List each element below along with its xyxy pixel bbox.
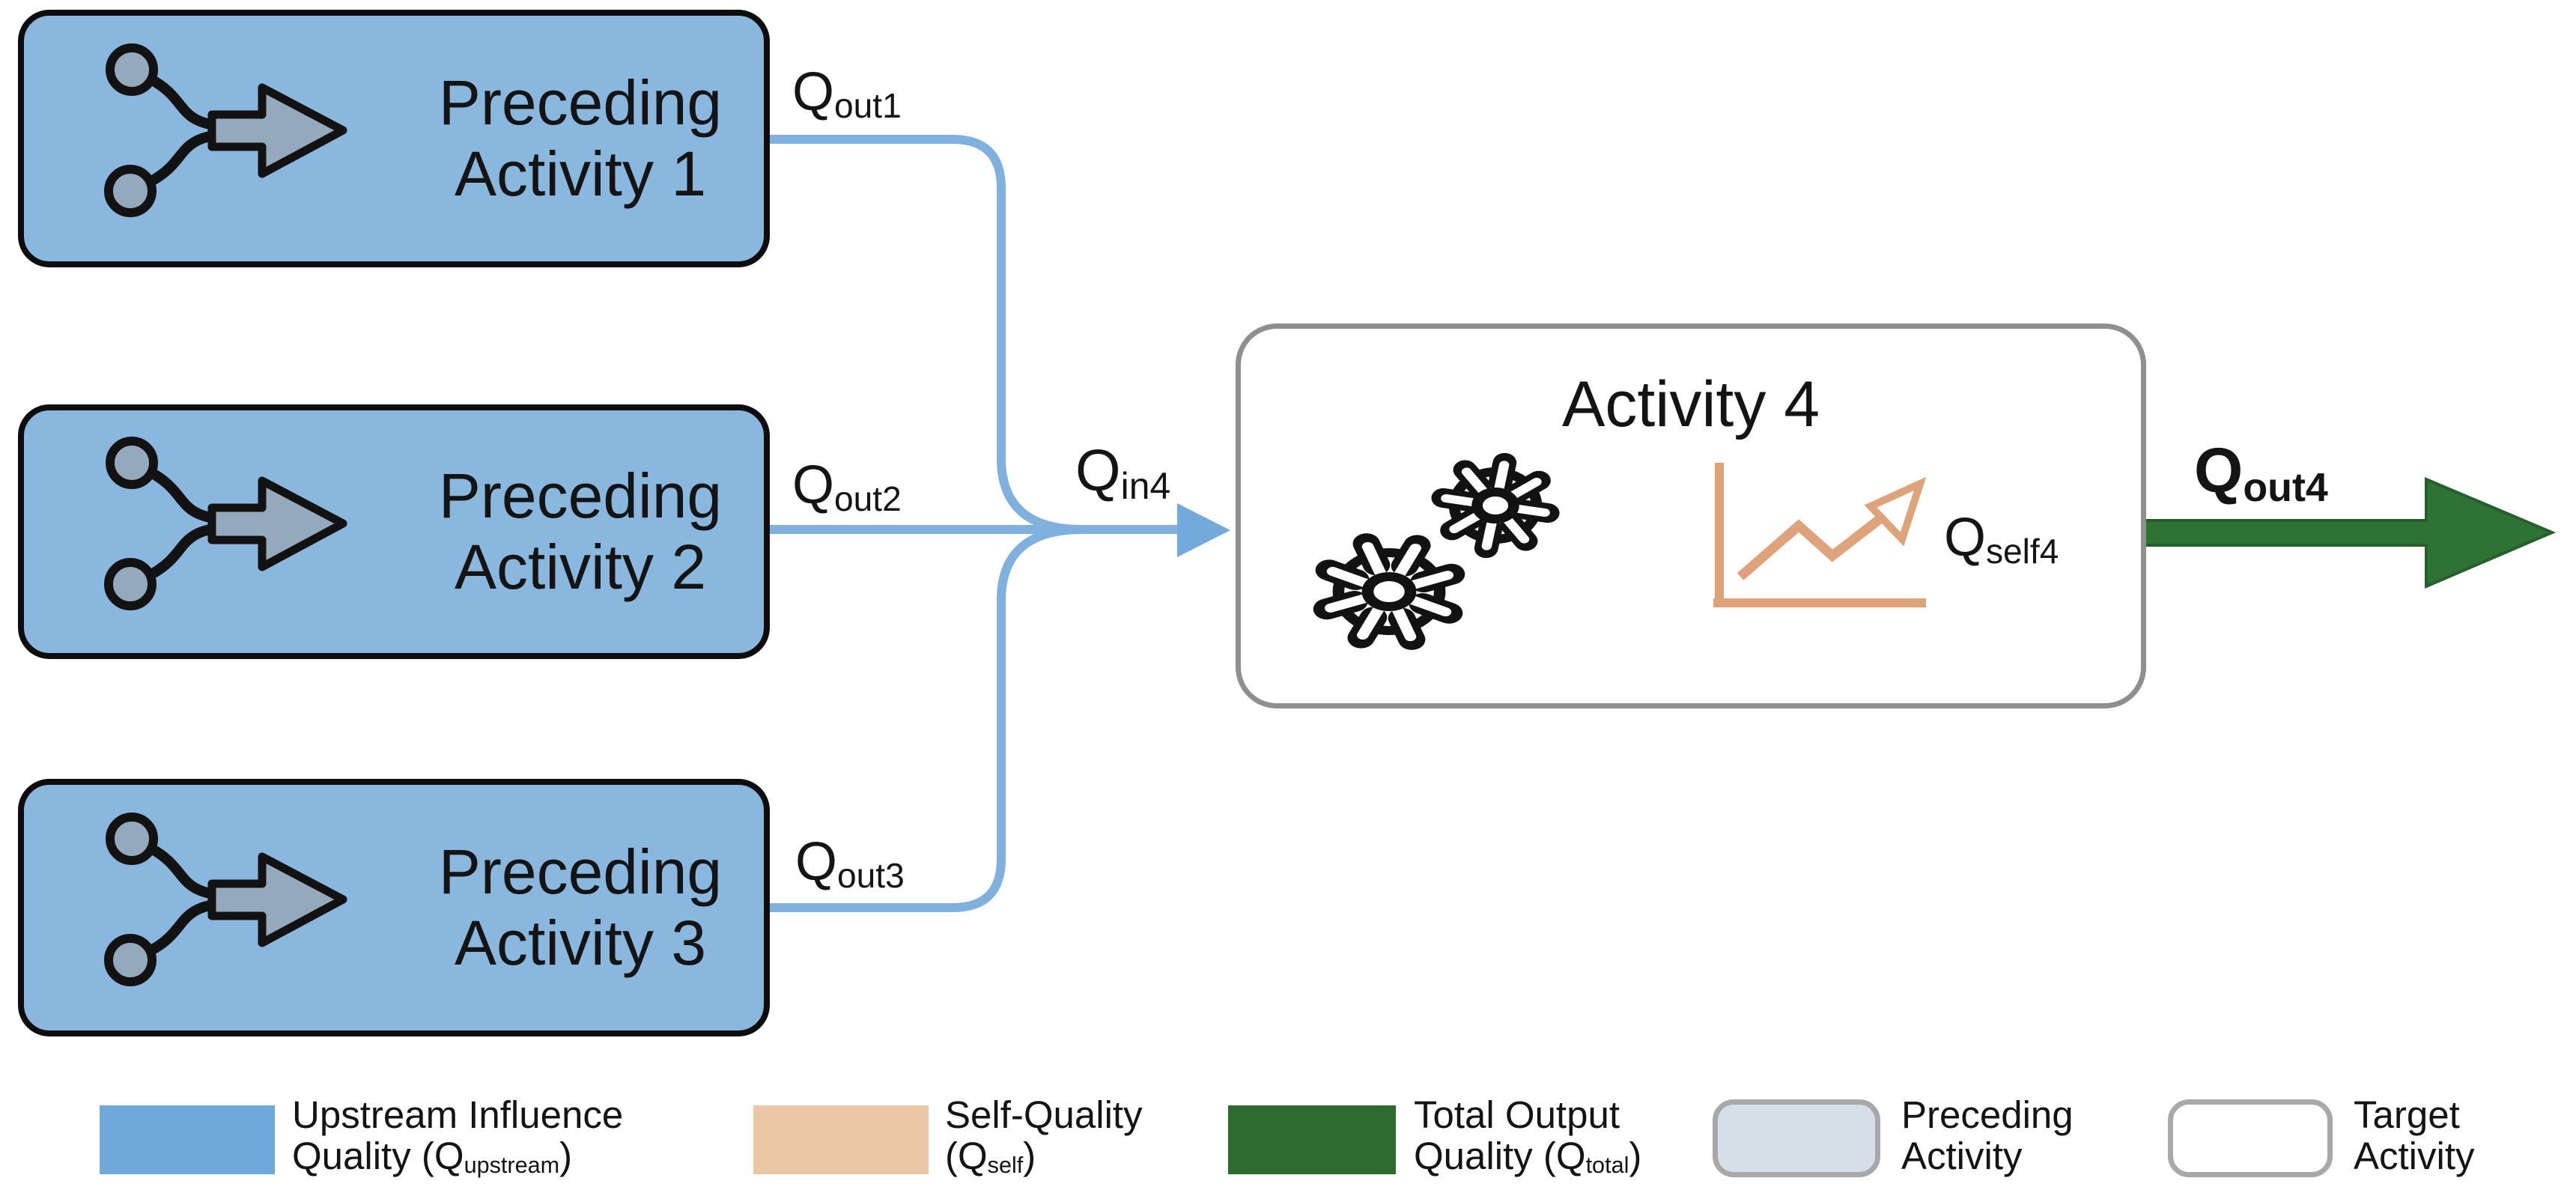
legend-swatch-total xyxy=(1228,1105,1396,1174)
qout4-arrow xyxy=(2143,476,2557,589)
gear-small xyxy=(1431,452,1560,559)
gear-large xyxy=(1313,533,1465,650)
preceding-activity-2-title: Preceding Activity 2 xyxy=(438,461,723,602)
preceding-activity-3-title: Preceding Activity 3 xyxy=(438,837,723,978)
preceding-activity-3-box: Preceding Activity 3 xyxy=(18,779,770,1036)
target-activity-title: Activity 4 xyxy=(1561,368,1820,440)
legend-swatch-self xyxy=(753,1105,929,1174)
qout4-label: Qout4 xyxy=(2194,435,2328,510)
qin4-arrowhead xyxy=(1177,503,1230,557)
legend-label-preceding: Preceding Activity xyxy=(1901,1093,2074,1177)
legend-swatch-upstream xyxy=(100,1105,275,1174)
legend-swatch-target xyxy=(2168,1099,2333,1177)
merge-arrow-icon xyxy=(104,43,347,217)
qout3-label: Qout3 xyxy=(795,832,905,896)
qout2-label: Qout2 xyxy=(792,455,902,519)
legend-swatch-preceding xyxy=(1713,1099,1880,1177)
legend-label-total: Total Output Quality (Qtotal) xyxy=(1414,1093,1642,1179)
preceding-activity-1-title: Preceding Activity 1 xyxy=(438,67,723,209)
gears-icon xyxy=(1313,452,1560,650)
legend-label-upstream: Upstream Influence Quality (Qupstream) xyxy=(292,1093,624,1179)
merge-arrow-icon xyxy=(104,813,347,986)
qin4-label: Qin4 xyxy=(1075,437,1171,507)
growth-chart-icon xyxy=(1713,463,1927,607)
preceding-activity-2-box: Preceding Activity 2 xyxy=(18,404,770,659)
target-activity-box: Activity 4 xyxy=(1236,324,2146,708)
qout3-connector xyxy=(767,525,1083,912)
legend-label-target: Target Activity xyxy=(2354,1093,2475,1177)
merge-arrow-icon xyxy=(104,437,347,610)
qout1-label: Qout1 xyxy=(792,62,902,126)
qself4-label: Qself4 xyxy=(1944,508,2059,571)
legend-label-self: Self-Quality (Qself) xyxy=(945,1093,1143,1179)
preceding-activity-1-box: Preceding Activity 1 xyxy=(18,10,770,267)
